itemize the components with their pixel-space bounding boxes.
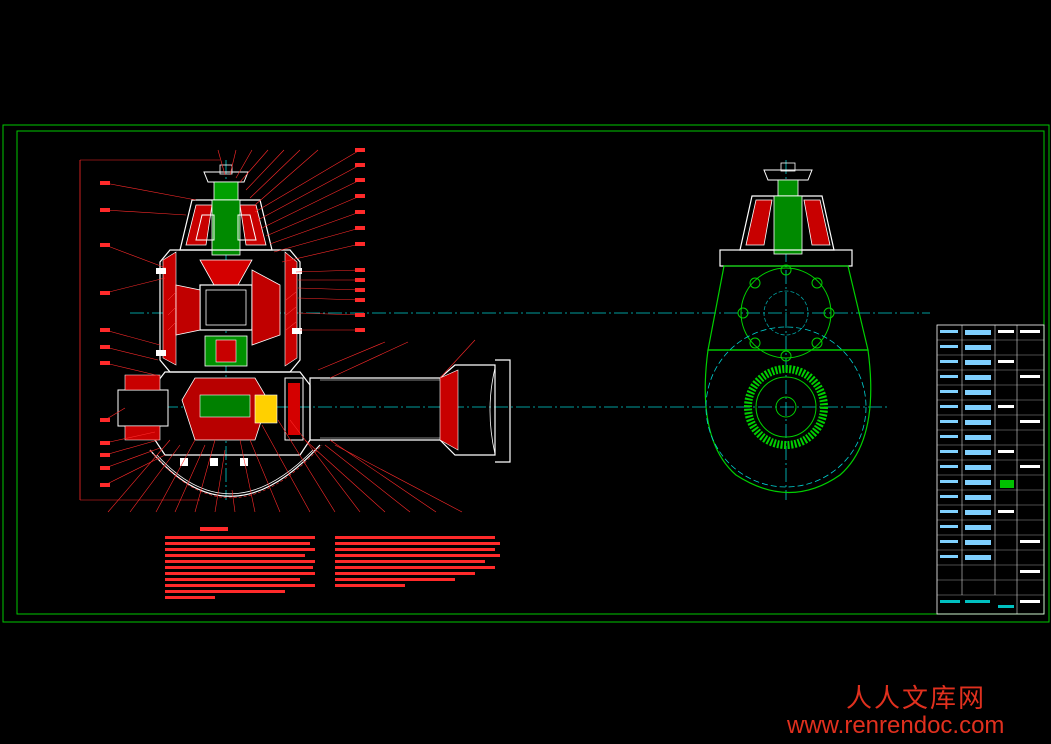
side-view [704,162,872,493]
watermark-site-name: 人人文库网 [846,684,987,714]
outer-frame [2,124,1050,623]
title-block [936,324,1045,615]
technical-notes [165,527,500,599]
section-view [79,148,511,513]
watermark-url[interactable]: www.renrendoc.com [787,712,1005,739]
